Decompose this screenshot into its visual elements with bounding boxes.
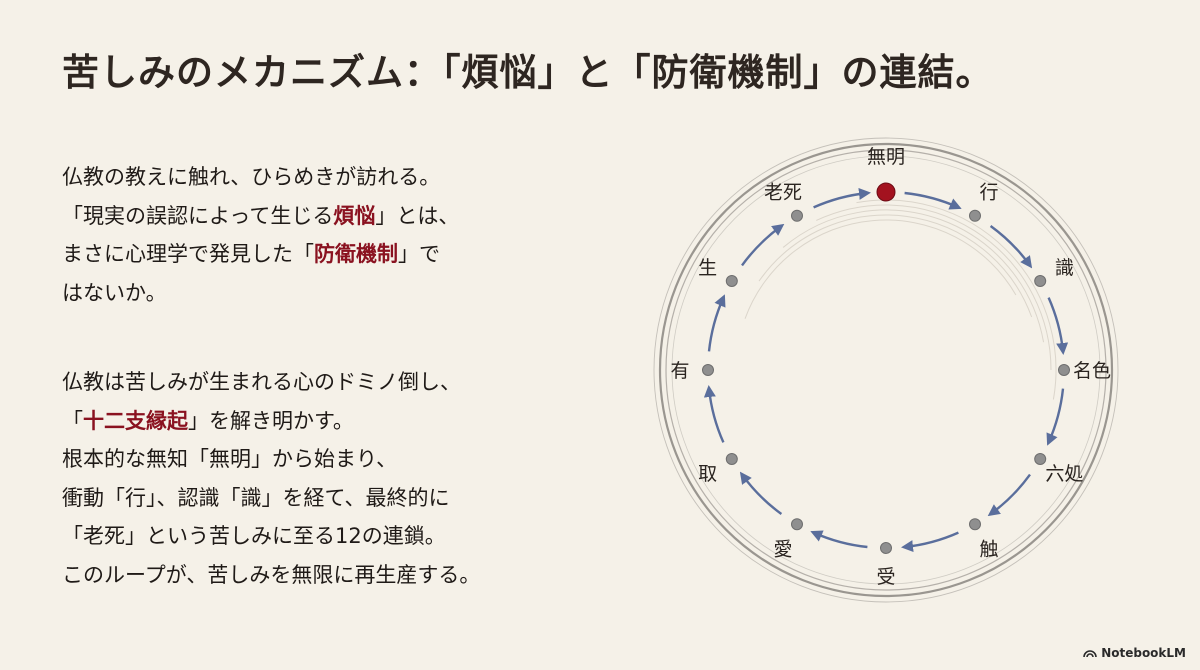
text-line: まさに心理学で発見した「防衛機制」で xyxy=(62,235,622,274)
text-segment: 衝動「行」、認識「識」を経て、最終的に xyxy=(62,485,450,510)
text-line: はないか。 xyxy=(62,274,622,313)
cycle-nodes xyxy=(702,182,1070,554)
decorative-swirl xyxy=(782,209,1045,343)
cycle-arrow xyxy=(739,471,783,515)
cycle-arrows xyxy=(703,187,1069,553)
highlighted-term: 防衛機制 xyxy=(314,242,398,266)
cycle-arrow xyxy=(989,225,1033,269)
text-line: 「老死」という苦しみに至る12の連鎖。 xyxy=(62,517,622,556)
text-segment: 「老死」という苦しみに至る12の連鎖。 xyxy=(62,524,446,548)
text-segment: このループが、苦しみを無限に再生産する。 xyxy=(62,562,481,587)
cycle-link-label: 愛 xyxy=(773,538,792,560)
start-node xyxy=(876,182,896,202)
decorative-ring xyxy=(653,137,1119,603)
highlighted-term: 十二支縁起 xyxy=(83,408,188,433)
cycle-link-label: 有 xyxy=(670,360,689,382)
cycle-link-label: 生 xyxy=(698,257,717,279)
notebooklm-badge: NotebookLM xyxy=(1083,646,1186,660)
decorative-swirl xyxy=(816,204,1052,371)
cycle-link-label: 行 xyxy=(979,182,998,204)
cycle-node xyxy=(969,209,981,222)
decorative-swirl xyxy=(758,214,1033,318)
text-line: 「十二支縁起」を解き明かす。 xyxy=(62,402,622,441)
decorative-ring xyxy=(658,142,1114,598)
cycle-link-label: 老死 xyxy=(764,182,802,204)
cycle-link-label: 識 xyxy=(1055,257,1074,279)
cycle-node xyxy=(1034,453,1047,465)
cycle-node xyxy=(791,518,803,531)
text-segment: 「 xyxy=(62,408,83,433)
cycle-node xyxy=(725,275,738,287)
intro-paragraph: 仏教の教えに触れ、ひらめきが訪れる。「現実の誤認によって生じる煩悩」とは、まさに… xyxy=(62,158,622,312)
text-segment: 仏教の教えに触れ、ひらめきが訪れる。 xyxy=(62,165,441,189)
decorative-swirl xyxy=(744,219,1017,319)
slide-title: 苦しみのメカニズム：「煩悩」と「防衛機制」の連結。 xyxy=(62,50,994,94)
cycle-node xyxy=(880,542,892,554)
cycle-arrow xyxy=(904,191,962,210)
decorative-rings xyxy=(653,137,1119,603)
cycle-link-label: 触 xyxy=(979,538,998,560)
text-line: 根本的な無知「無明」から始まり、 xyxy=(62,440,622,479)
text-line: 仏教の教えに触れ、ひらめきが訪れる。 xyxy=(62,158,622,197)
text-line: 仏教は苦しみが生まれる心のドミノ倒し、 xyxy=(62,363,622,402)
cycle-link-label: 六処 xyxy=(1045,463,1083,485)
cycle-node xyxy=(1034,275,1047,287)
cycle-arrow xyxy=(810,530,868,549)
decorative-ring xyxy=(671,155,1101,585)
text-segment: まさに心理学で発見した「 xyxy=(62,242,314,266)
cycle-node xyxy=(725,453,738,465)
cycle-arrow xyxy=(1046,388,1065,446)
cycle-arrow xyxy=(987,473,1031,517)
text-line: このループが、苦しみを無限に再生産する。 xyxy=(62,556,622,595)
text-segment: 」を解き明かす。 xyxy=(188,408,354,433)
text-segment: 」とは、 xyxy=(375,203,460,228)
highlighted-term: 煩悩 xyxy=(333,203,376,228)
cycle-arrow xyxy=(1047,297,1069,355)
text-segment: 「現実の誤認によって生じる xyxy=(62,203,334,228)
cycle-arrow xyxy=(703,385,725,443)
cycle-link-label: 名色 xyxy=(1073,360,1111,382)
cycle-link-label: 無明 xyxy=(867,146,905,168)
text-segment: 仏教は苦しみが生まれる心のドミノ倒し、 xyxy=(62,370,461,394)
cycle-arrow xyxy=(741,223,785,267)
decorative-ring xyxy=(665,149,1107,591)
cycle-node xyxy=(702,364,714,376)
text-segment: 」で xyxy=(398,242,440,266)
text-line: 「現実の誤認によって生じる煩悩」とは、 xyxy=(62,197,622,236)
text-segment: 根本的な無知「無明」から始まり、 xyxy=(62,447,398,471)
notebooklm-icon xyxy=(1083,650,1097,658)
cycle-arrow xyxy=(707,294,726,352)
text-line: 衝動「行」、認識「識」を経て、最終的に xyxy=(62,479,622,518)
cycle-link-label: 受 xyxy=(876,566,895,588)
notebooklm-label: NotebookLM xyxy=(1101,646,1186,660)
cycle-node xyxy=(1058,364,1070,376)
decorative-swirl xyxy=(856,199,1057,400)
text-segment: はないか。 xyxy=(62,280,167,305)
twelve-links-paragraph: 仏教は苦しみが生まれる心のドミノ倒し、「十二支縁起」を解き明かす。根本的な無知「… xyxy=(62,363,622,594)
cycle-node xyxy=(969,518,981,531)
cycle-node xyxy=(791,209,803,222)
cycle-arrow xyxy=(813,187,871,209)
cycle-arrow xyxy=(901,531,959,553)
cycle-link-label: 取 xyxy=(698,463,717,485)
